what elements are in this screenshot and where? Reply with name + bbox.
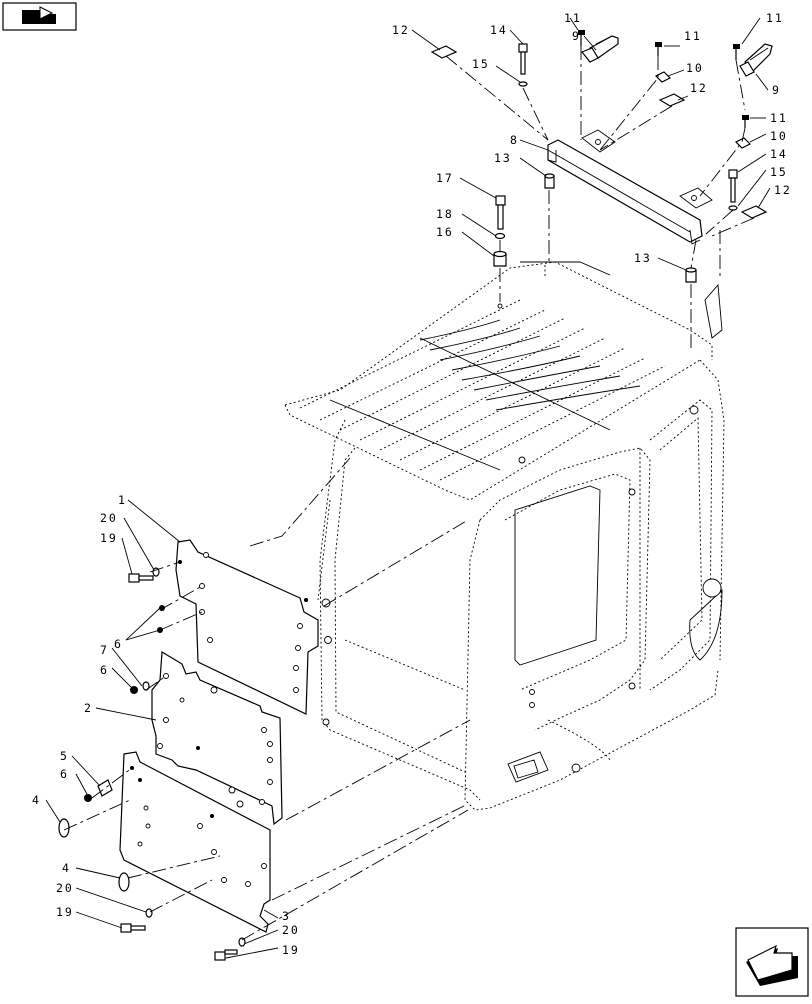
callout-19: 19: [100, 531, 118, 545]
next-page-arrow-icon[interactable]: [735, 927, 809, 997]
assembly-centerlines-top: [445, 46, 755, 352]
callout-3: 3: [282, 909, 291, 923]
callout-11: 11: [684, 29, 702, 43]
callout-10: 10: [686, 61, 704, 75]
callout-11: 11: [766, 11, 784, 25]
callout-12: 12: [392, 23, 410, 37]
callout-17: 17: [436, 171, 454, 185]
callout-11: 11: [770, 111, 788, 125]
callout-4: 4: [62, 861, 71, 875]
callout-1: 1: [118, 493, 127, 507]
folder-arrow-icon[interactable]: [2, 2, 77, 31]
callout-20: 20: [282, 923, 300, 937]
callout-5: 5: [60, 749, 69, 763]
leader-lines: [45, 17, 771, 959]
callout-8: 8: [510, 133, 519, 147]
callout-12: 12: [690, 81, 708, 95]
cab-body: [284, 261, 725, 811]
callout-18: 18: [436, 207, 454, 221]
callout-19: 19: [282, 943, 300, 957]
callout-6: 6: [114, 637, 123, 651]
hinge-bracket-part-9-right: [739, 43, 773, 77]
callout-6: 6: [60, 767, 69, 781]
panel-fasteners: [58, 567, 246, 961]
callout-labels: 12 14 15 11 9 11 10 12 11 9 11 10 14 15 …: [32, 11, 792, 957]
callout-20: 20: [56, 881, 74, 895]
callout-14: 14: [770, 147, 788, 161]
hinge-bracket-part-9-left: [581, 35, 619, 63]
panel-part-2: [151, 650, 283, 826]
callout-16: 16: [436, 225, 454, 239]
callout-12: 12: [774, 183, 792, 197]
panel-part-3: [119, 751, 271, 933]
callout-13: 13: [494, 151, 512, 165]
callout-11: 11: [564, 11, 582, 25]
callout-6: 6: [100, 663, 109, 677]
callout-19: 19: [56, 905, 74, 919]
fastener-set: [430, 30, 768, 309]
callout-13: 13: [634, 251, 652, 265]
callout-15: 15: [472, 57, 490, 71]
assembly-centerlines-bottom: [63, 457, 471, 941]
callout-9: 9: [772, 83, 781, 97]
callout-2: 2: [84, 701, 93, 715]
callout-15: 15: [770, 165, 788, 179]
callout-14: 14: [490, 23, 508, 37]
callout-4: 4: [32, 793, 41, 807]
callout-20: 20: [100, 511, 118, 525]
callout-7: 7: [100, 643, 109, 657]
callout-9: 9: [572, 29, 581, 43]
roof-bracket-part-8: [547, 129, 713, 245]
callout-10: 10: [770, 129, 788, 143]
